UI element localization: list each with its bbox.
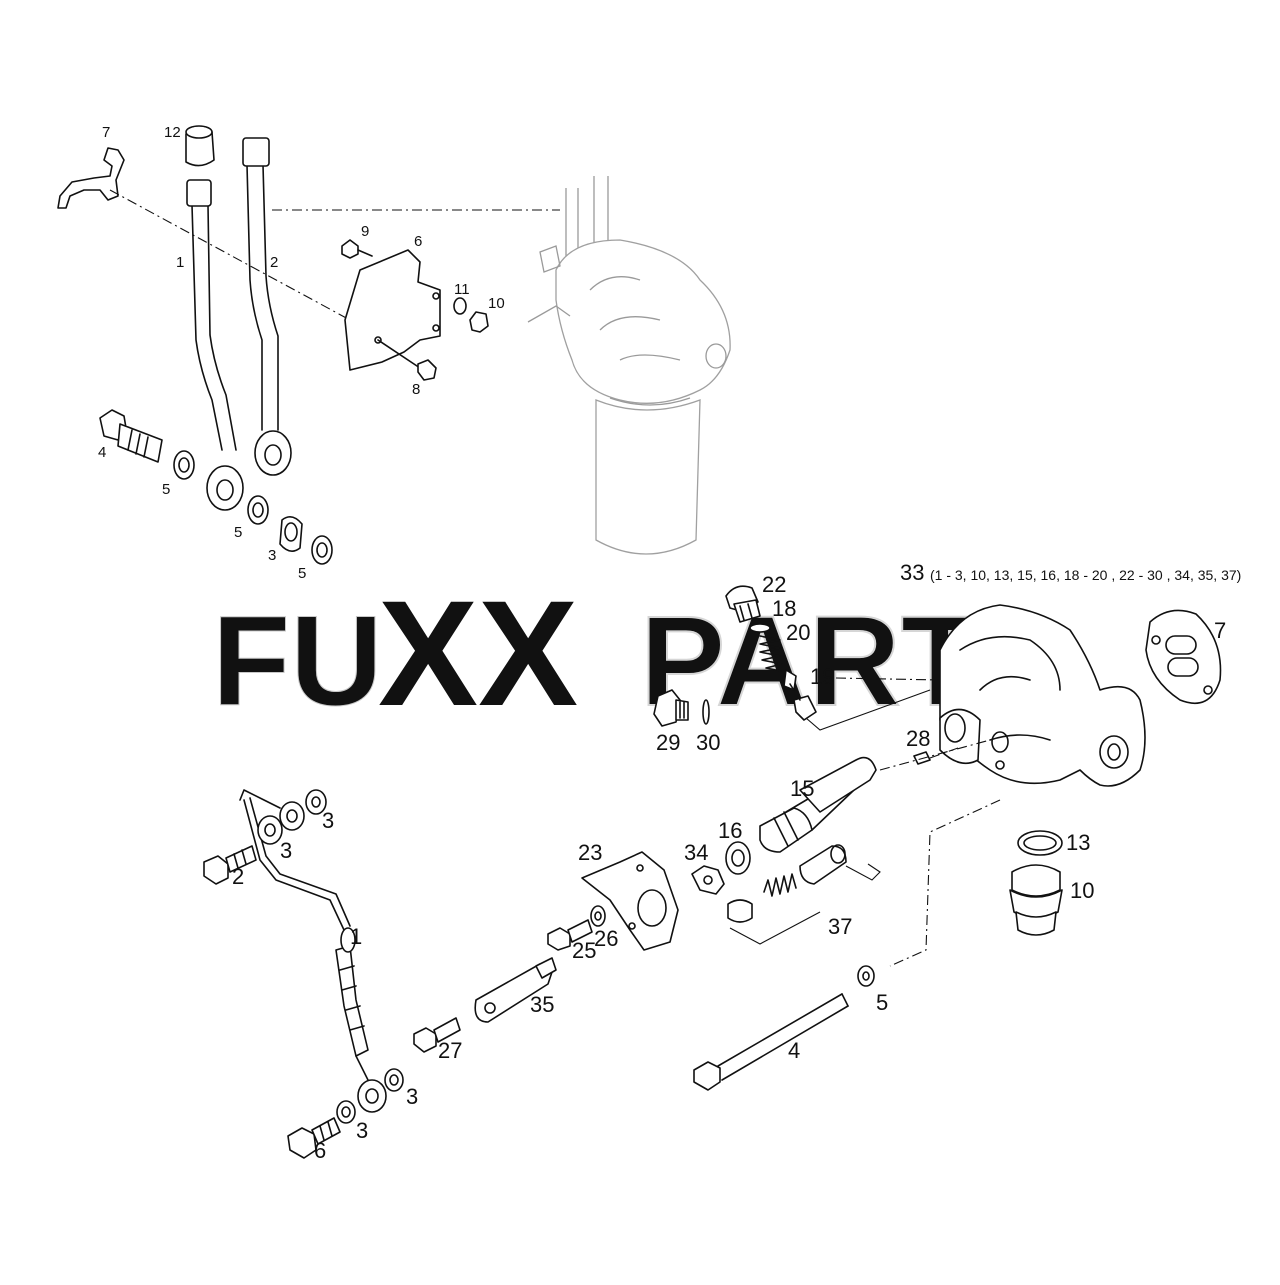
washer-5c [311, 535, 333, 565]
bolt-9 [341, 239, 359, 259]
label-20: 20 [786, 620, 810, 645]
label-10-lower: 10 [1070, 878, 1094, 903]
label-23: 23 [578, 840, 602, 865]
label-12: 12 [164, 124, 181, 141]
label-5a-upper: 5 [162, 481, 170, 498]
label-2-lower: 2 [232, 864, 244, 889]
watermark-center: XX [378, 569, 578, 737]
lower-labels: 22 18 20 19 7 29 30 28 15 16 34 23 13 10… [232, 572, 1226, 1163]
label-34: 34 [684, 840, 708, 865]
label-16: 16 [718, 818, 742, 843]
label-28: 28 [906, 726, 930, 751]
label-6-lower: 6 [314, 1138, 326, 1163]
label-29: 29 [656, 730, 680, 755]
filter-head-housing [939, 604, 1146, 787]
valve-body-15 [759, 756, 877, 853]
watermark: FU XX PARTS [212, 569, 1066, 737]
upper-labels: 7 12 1 2 9 6 11 10 8 4 5 5 3 5 [98, 124, 505, 582]
label-7-upper: 7 [102, 124, 110, 141]
spacer-3 [279, 516, 303, 552]
washer-16 [725, 841, 751, 875]
filter-housing-ghost [527, 176, 731, 555]
plug-29 [653, 689, 681, 727]
label-11: 11 [454, 281, 470, 298]
label-3c-lower: 3 [406, 1084, 418, 1109]
mounting-plate-6 [344, 249, 441, 371]
upper-assembly: 7 12 1 2 9 6 11 10 8 4 5 5 3 5 [57, 124, 731, 582]
washer-3a [279, 801, 305, 831]
label-5b-upper: 5 [234, 524, 242, 541]
label-19: 19 [810, 664, 834, 689]
pipe-2 [246, 164, 263, 431]
sleeve-37 [799, 845, 847, 885]
bracket-clip-7 [57, 147, 125, 209]
bolt-8 [377, 339, 421, 369]
washer-11 [453, 297, 467, 315]
o-ring-13 [1017, 830, 1063, 856]
label-4-lower: 4 [788, 1038, 800, 1063]
leader-line [805, 689, 931, 731]
label-27: 27 [438, 1038, 462, 1063]
spring-20 [759, 635, 787, 673]
label-25: 25 [572, 938, 596, 963]
assembly-contents: (1 - 3, 10, 13, 15, 16, 18 - 20 , 22 - 3… [930, 567, 1241, 583]
spring-37 [763, 873, 797, 897]
bolt-2 [203, 855, 229, 885]
pipe-1 [191, 204, 223, 451]
label-22: 22 [762, 572, 786, 597]
long-bolt-4 [693, 993, 849, 1091]
ring-30 [702, 699, 710, 725]
label-15: 15 [790, 776, 814, 801]
label-6: 6 [414, 233, 422, 250]
nut-34 [691, 865, 725, 895]
label-10-upper: 10 [488, 295, 505, 312]
label-3a-lower: 3 [322, 808, 334, 833]
assembly-number: 33 [900, 560, 924, 585]
fitting-10 [1009, 864, 1063, 936]
washer-5-lower [857, 965, 875, 987]
label-2-upper: 2 [270, 254, 278, 271]
leader-line [835, 677, 941, 681]
leader-line [109, 189, 351, 321]
washer-3c [384, 1068, 404, 1092]
lower-assembly: 33 (1 - 3, 10, 13, 15, 16, 18 - 20 , 22 … [203, 560, 1241, 1163]
bolt-6 [287, 1127, 317, 1159]
leader-line [889, 799, 1001, 967]
label-35: 35 [530, 992, 554, 1017]
label-1-upper: 1 [176, 254, 184, 271]
label-4-upper: 4 [98, 444, 106, 461]
label-30: 30 [696, 730, 720, 755]
label-37: 37 [828, 914, 852, 939]
gasket-7 [1145, 609, 1222, 705]
bolt-27 [413, 1027, 437, 1053]
label-5-lower: 5 [876, 990, 888, 1015]
plug-37 [727, 899, 753, 923]
oil-line-1 [239, 789, 387, 1113]
leader-line [729, 863, 881, 945]
watermark-left: FU [212, 590, 383, 733]
bolt-25 [547, 927, 571, 951]
washer-26 [590, 905, 606, 927]
washer-5b [247, 495, 269, 525]
label-8: 8 [412, 381, 420, 398]
label-26: 26 [594, 926, 618, 951]
label-3-upper: 3 [268, 547, 276, 564]
link-rod-35 [474, 957, 557, 1023]
washer-3d [336, 1100, 356, 1124]
label-3d-lower: 3 [356, 1118, 368, 1143]
label-18: 18 [772, 596, 796, 621]
label-9: 9 [361, 223, 369, 240]
label-13: 13 [1066, 830, 1090, 855]
label-1-lower: 1 [350, 924, 362, 949]
leader-line [879, 739, 991, 771]
washer-5a [173, 450, 195, 480]
label-5c-upper: 5 [298, 565, 306, 582]
nut-10 [469, 311, 489, 333]
label-3b-lower: 3 [280, 838, 292, 863]
label-7-lower: 7 [1214, 618, 1226, 643]
washer-3b [305, 789, 327, 815]
washer-18 [749, 623, 771, 633]
